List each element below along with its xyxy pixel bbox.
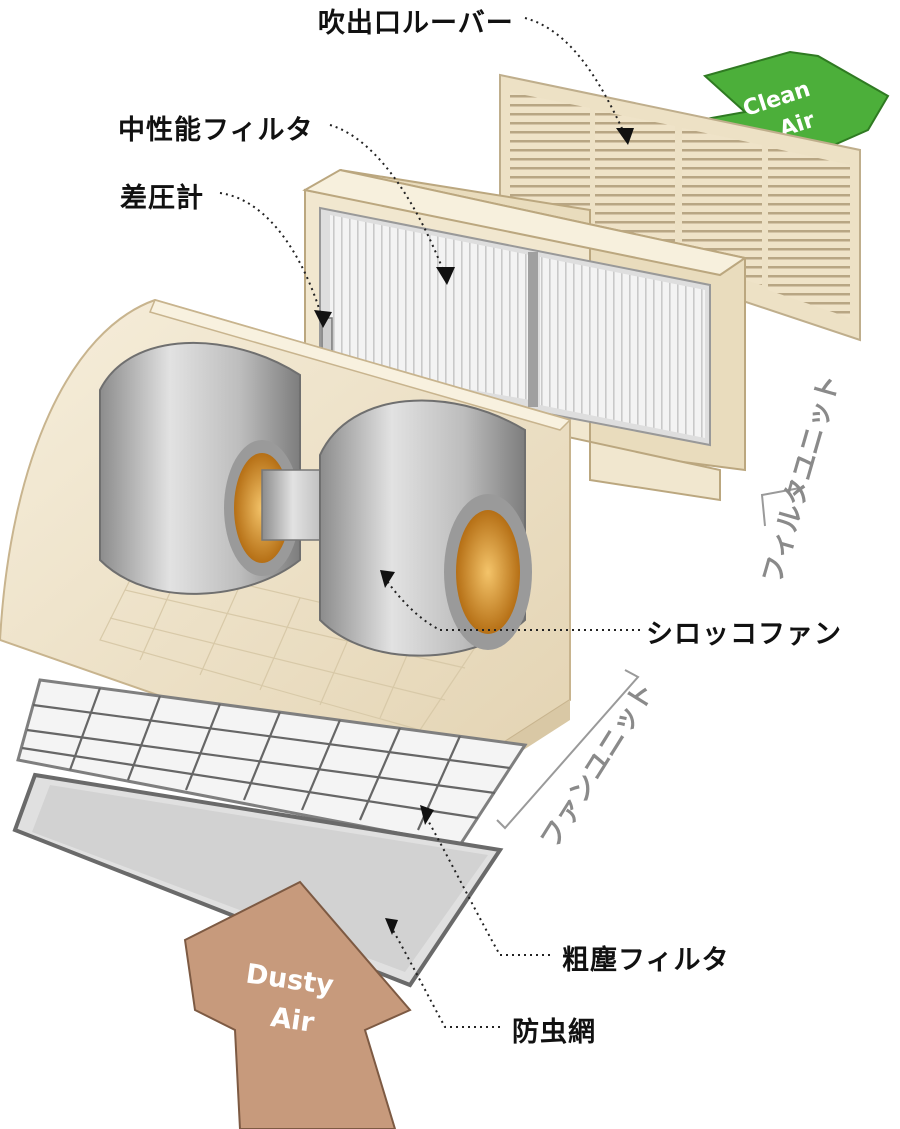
leader-lines xyxy=(219,17,640,1028)
label-insect-net: 防虫網 xyxy=(512,1017,596,1048)
label-medium-filter: 中性能フィルタ xyxy=(118,115,314,146)
leader-medium-filter xyxy=(329,124,446,276)
leader-outlet-louver xyxy=(524,17,626,136)
outlet-louver xyxy=(499,73,861,342)
label-outlet-louver: 吹出口ルーバー xyxy=(318,8,514,39)
label-differential-gauge: 差圧計 xyxy=(120,183,204,214)
dusty-air-arrow: Dusty Air xyxy=(183,880,412,1129)
fan-unit-bracket xyxy=(496,669,640,830)
leader-arrowheads xyxy=(314,128,634,935)
dusty-air-text-2: Air xyxy=(269,1002,317,1039)
insect-net xyxy=(12,772,504,988)
label-coarse-filter: 粗塵フィルタ xyxy=(562,945,730,976)
filter-unit-bracket xyxy=(760,487,801,527)
label-sirocco-fan: シロッコファン xyxy=(646,619,842,650)
sirocco-fan-right xyxy=(319,399,532,657)
leader-differential-gauge xyxy=(219,192,323,319)
sirocco-fan-left xyxy=(99,342,301,595)
filter-unit-label: フィルタユニット xyxy=(757,371,846,587)
